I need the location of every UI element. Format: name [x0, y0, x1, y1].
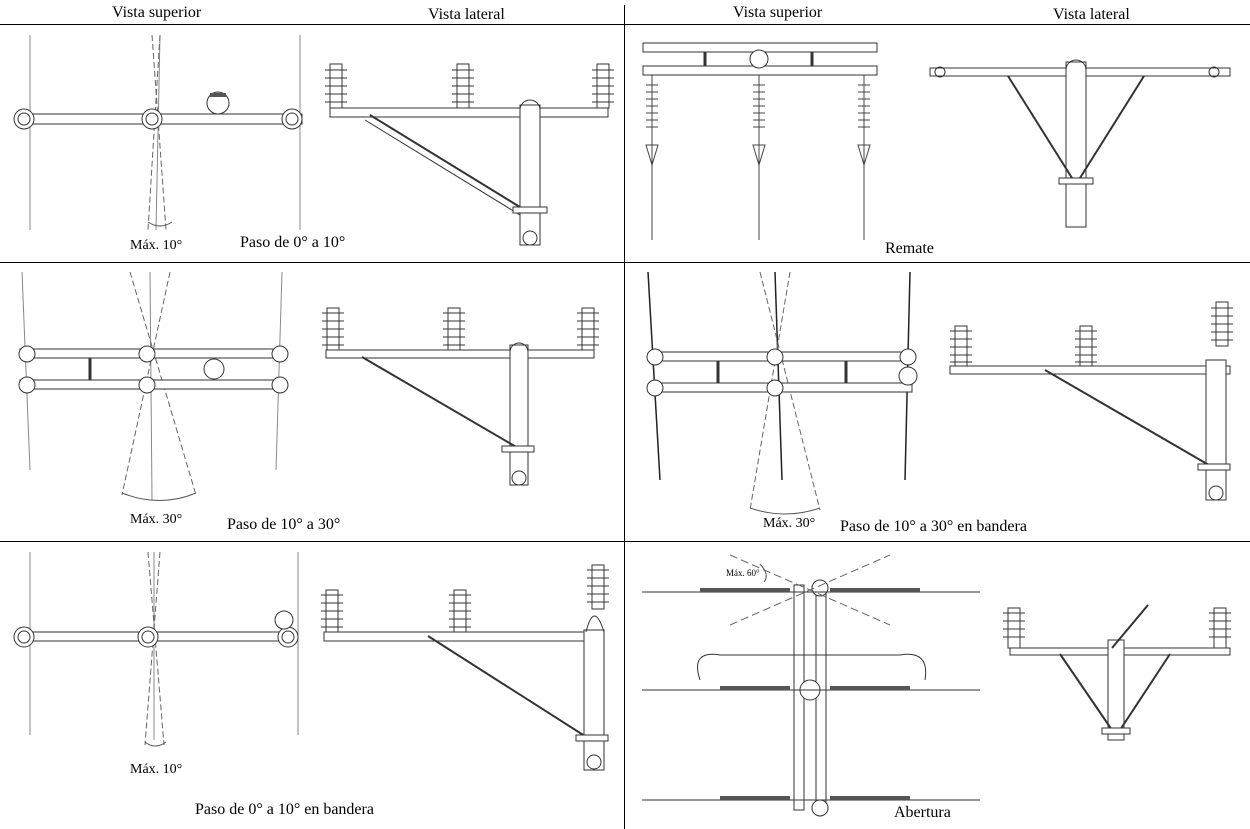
p5-side-view [321, 564, 609, 771]
p3-side-view [322, 307, 599, 486]
p6-angle-label: Máx. 60° [726, 568, 760, 578]
p3-angle-label: Máx. 30° [130, 512, 183, 527]
header-top-view-left: Vista superior [112, 4, 202, 21]
p6-side-view [1003, 604, 1231, 741]
p4-angle-label: Máx. 30° [763, 516, 816, 531]
p3-top-view [18, 271, 289, 501]
header-top-view-right: Vista superior [733, 4, 823, 21]
p1-side-view [325, 63, 614, 246]
p4-top-view [646, 271, 918, 515]
p1-angle-label: Máx. 10° [130, 238, 183, 253]
p1-caption: Paso de 0° a 10° [240, 234, 346, 251]
p5-caption: Paso de 0° a 10° en bandera [195, 801, 374, 818]
header-side-view-left: Vista lateral [428, 6, 505, 23]
p5-angle-label: Máx. 10° [130, 762, 183, 777]
p5-top-view [13, 551, 299, 747]
p6-caption: Abertura [894, 804, 951, 821]
header-side-view-right: Vista lateral [1053, 6, 1130, 23]
p2-top-view [642, 42, 878, 240]
p2-caption: Remate [885, 240, 934, 257]
p1-top-view [13, 34, 303, 231]
p2-side-view [929, 59, 1231, 228]
p4-side-view [949, 301, 1233, 501]
p6-top-view [642, 554, 980, 817]
p4-caption: Paso de 10° a 30° en bandera [840, 518, 1027, 535]
p3-caption: Paso de 10° a 30° [227, 516, 341, 533]
